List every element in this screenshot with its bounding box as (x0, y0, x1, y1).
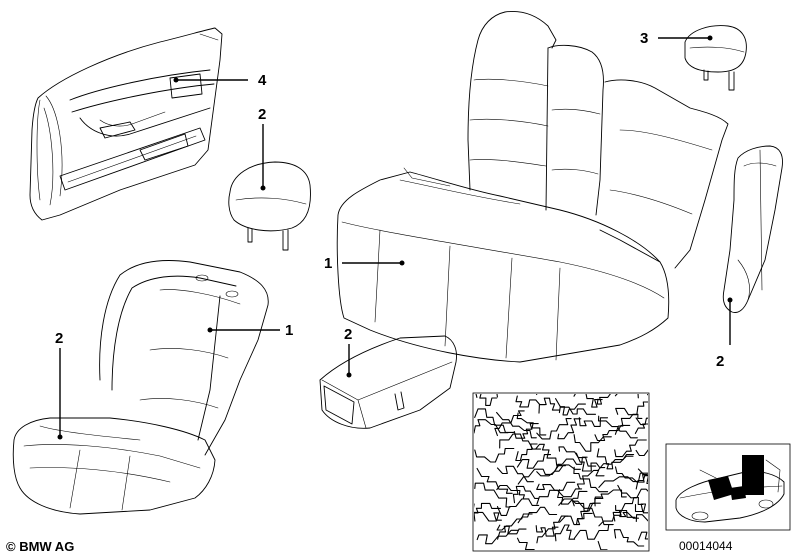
car-convertible-icon (665, 443, 791, 531)
fabric-stroke (594, 489, 627, 507)
copyright-label: © BMW AG (6, 539, 74, 554)
fabric-stroke (517, 465, 566, 485)
fabric-stroke (474, 511, 502, 522)
front-seat[interactable] (12, 260, 269, 515)
fabric-stroke (535, 525, 559, 537)
side-bolster[interactable] (722, 145, 783, 313)
callout-rear-bench-cover: 1 (324, 255, 332, 272)
fabric-stroke (635, 475, 648, 490)
front-headrest[interactable] (228, 161, 311, 251)
fabric-stroke (597, 540, 608, 550)
fabric-stroke (557, 418, 582, 440)
fabric-stroke (497, 525, 527, 540)
fabric-stroke (573, 434, 612, 452)
fabric-stroke (475, 394, 498, 406)
fabric-stroke (496, 465, 534, 483)
fabric-stroke (474, 447, 515, 463)
fabric-stroke (637, 531, 648, 541)
fabric-stroke (635, 417, 648, 426)
armrest-console[interactable] (319, 335, 457, 429)
fabric-stroke (496, 411, 537, 439)
fabric-stroke (614, 466, 648, 483)
fabric-stroke (538, 397, 560, 414)
fabric-stroke (613, 529, 645, 547)
fabric-stroke (476, 529, 519, 545)
callout-door-panel: 4 (258, 72, 267, 89)
fabric-stroke (496, 513, 533, 531)
fabric-stroke (536, 464, 581, 477)
fabric-stroke (494, 410, 525, 437)
fabric-stroke (535, 443, 563, 466)
fabric-stroke (517, 506, 558, 524)
callout-leaders (57, 35, 733, 440)
fabric-stroke (596, 394, 611, 405)
fabric-stroke (598, 509, 636, 527)
fabric-stroke (614, 413, 643, 435)
fabric-stroke (615, 504, 640, 519)
fabric-stroke (474, 482, 511, 508)
fabric-stroke (516, 537, 535, 550)
fabric-stroke (536, 418, 572, 440)
fabric-stroke (573, 466, 609, 493)
fabric-stroke (555, 456, 588, 471)
fabric-stroke (558, 403, 586, 416)
fabric-stroke (516, 454, 552, 469)
fabric-stroke (557, 489, 588, 505)
rear-headrest[interactable] (684, 25, 747, 91)
fabric-stroke (513, 423, 539, 439)
diagram-number: 00014044 (679, 539, 733, 553)
fabric-stroke (554, 524, 576, 542)
fabric-stroke (596, 448, 635, 465)
fabric-stroke (536, 481, 576, 491)
fabric-stroke (597, 455, 634, 471)
fabric-stroke (637, 468, 648, 485)
callout-front-seat-cushion: 2 (55, 330, 63, 347)
fabric-stroke (512, 485, 540, 504)
callout-side-bolster: 2 (716, 353, 724, 370)
fabric-stroke (515, 443, 538, 462)
fabric-stroke (598, 472, 648, 488)
fabric-stroke (516, 412, 547, 436)
fabric-stroke (594, 424, 631, 442)
fabric-stroke (612, 496, 644, 522)
fabric-stroke (536, 515, 569, 544)
fabric-stroke (535, 394, 538, 396)
fabric-stroke (515, 395, 546, 408)
callout-front-headrest: 2 (258, 106, 266, 123)
fabric-stroke (614, 439, 647, 458)
callout-rear-headrest: 3 (640, 30, 648, 47)
rear-bench-seat[interactable] (336, 11, 729, 363)
callout-armrest: 2 (344, 326, 352, 343)
fabric-stroke (558, 498, 601, 512)
callout-front-seat-backrest: 1 (285, 322, 293, 339)
fabric-stroke (634, 503, 648, 514)
fabric-stroke (496, 498, 540, 516)
fabric-stroke (474, 419, 509, 434)
door-trim-panel[interactable] (29, 27, 223, 221)
fabric-pattern-icon (472, 392, 650, 552)
fabric-stroke (635, 514, 648, 523)
fabric-stroke (634, 423, 648, 434)
fabric-stroke (573, 523, 614, 540)
fabric-stroke (635, 449, 648, 457)
fabric-stroke (536, 488, 583, 505)
fabric-stroke (575, 496, 602, 525)
fabric-stroke (576, 469, 605, 490)
fabric-stroke (474, 408, 515, 433)
fabric-stroke (558, 446, 597, 467)
fabric-stroke (496, 484, 530, 500)
fabric-stroke (573, 394, 603, 408)
fabric-stroke (476, 467, 513, 494)
